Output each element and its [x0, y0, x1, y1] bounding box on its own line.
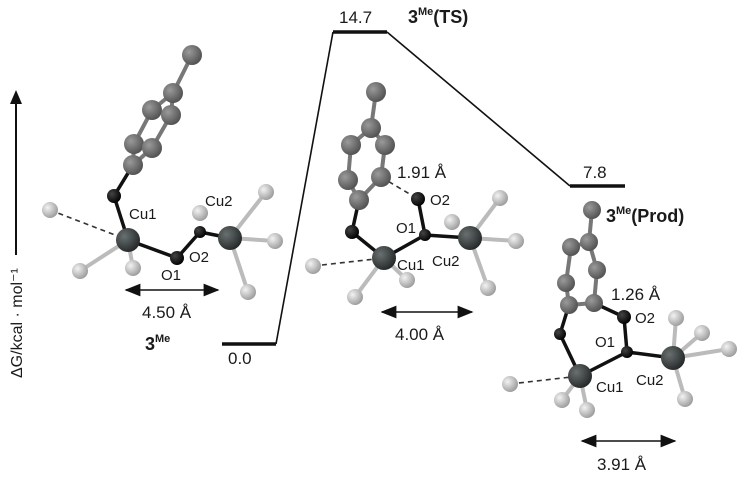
energy-value-ts: 14.7 [339, 8, 372, 27]
atom-label-o2: O2 [430, 192, 450, 209]
distance-label: 4.00 Å [395, 325, 445, 344]
atom-label-cu1: Cu1 [397, 257, 425, 274]
atom-label-cu1: Cu1 [596, 379, 624, 396]
atom-label-o1: O1 [595, 334, 615, 351]
y-axis-label: ΔG/kcal · mol⁻¹ [9, 268, 26, 378]
energy-profile [222, 30, 625, 346]
bond-distance-label: 1.26 Å [611, 285, 661, 304]
molecule-reactant: Cu1 Cu2 O1 O2 4.50 Å [42, 45, 283, 322]
connector-reactant-ts [275, 31, 334, 345]
bond-distance-label: 1.91 Å [397, 163, 447, 182]
state-name-reactant: 3Me [145, 333, 170, 354]
atom-label-cu2: Cu2 [205, 193, 233, 210]
distance-label: 3.91 Å [597, 455, 647, 474]
axis-arrowhead-icon [10, 90, 22, 104]
atom-label-cu2: Cu2 [636, 372, 664, 389]
molecule-ts: 1.91 Å O2 O1 Cu1 Cu2 4.00 Å [305, 82, 524, 344]
y-axis [10, 90, 22, 255]
hydrogen-atom [42, 202, 58, 218]
atom-label-o2: O2 [635, 310, 655, 327]
atom-label-cu1: Cu1 [129, 206, 157, 223]
energy-value-product: 7.8 [583, 163, 607, 182]
atom-label-o1: O1 [161, 267, 181, 284]
carbon-atom [182, 45, 202, 65]
state-name-ts: 3Me(TS) [408, 6, 468, 27]
atom-label-o2: O2 [189, 249, 209, 266]
energy-value-reactant: 0.0 [228, 349, 252, 368]
oxygen-atom [107, 189, 121, 203]
copper-atom [116, 228, 140, 252]
atom-label-cu2: Cu2 [432, 253, 460, 270]
state-name-product: 3Me(Prod) [606, 205, 684, 226]
connector-ts-product [386, 31, 571, 187]
distance-label: 4.50 Å [142, 303, 192, 322]
atom-label-o1: O1 [396, 220, 416, 237]
molecule-product: 1.26 Å O2 O1 Cu1 Cu2 3.91 Å [502, 201, 737, 474]
